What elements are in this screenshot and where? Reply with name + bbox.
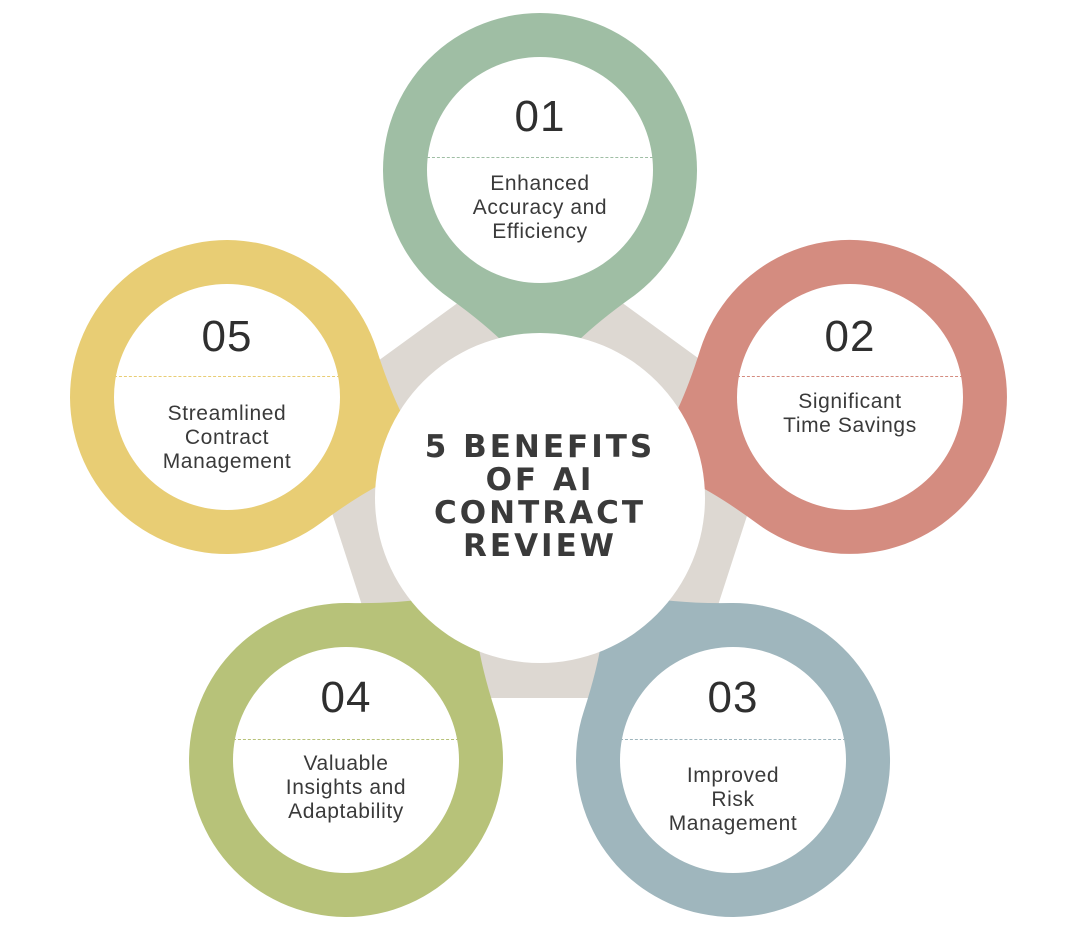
center-circle: 5 BENEFITS OF AI CONTRACT REVIEW [375, 333, 705, 663]
benefit-2-number: 02 [824, 312, 876, 361]
benefit-1-divider [427, 157, 653, 158]
benefit-5-number: 05 [201, 312, 253, 361]
benefit-3-number: 03 [707, 673, 759, 722]
benefit-3: 03 Improved Risk Management [620, 647, 846, 873]
benefit-3-divider [620, 739, 846, 740]
benefit-5: 05 Streamlined Contract Management [114, 284, 340, 510]
benefit-4-divider [233, 739, 459, 740]
benefit-4-label: Valuable Insights and Adaptability [285, 752, 407, 823]
benefit-2-label: Significant Time Savings [783, 390, 917, 437]
benefit-4-number: 04 [320, 673, 372, 722]
benefit-1-number: 01 [514, 92, 566, 141]
benefit-2-divider [737, 376, 963, 377]
center-title: 5 BENEFITS OF AI CONTRACT REVIEW [424, 429, 656, 564]
benefit-3-label: Improved Risk Management [668, 764, 798, 835]
benefit-1-label: Enhanced Accuracy and Efficiency [472, 172, 608, 243]
benefit-1: 01 Enhanced Accuracy and Efficiency [427, 57, 653, 283]
benefit-5-label: Streamlined Contract Management [162, 402, 292, 473]
benefit-5-divider [114, 376, 340, 377]
benefit-2: 02 Significant Time Savings [737, 284, 963, 510]
benefit-4: 04 Valuable Insights and Adaptability [233, 647, 459, 873]
